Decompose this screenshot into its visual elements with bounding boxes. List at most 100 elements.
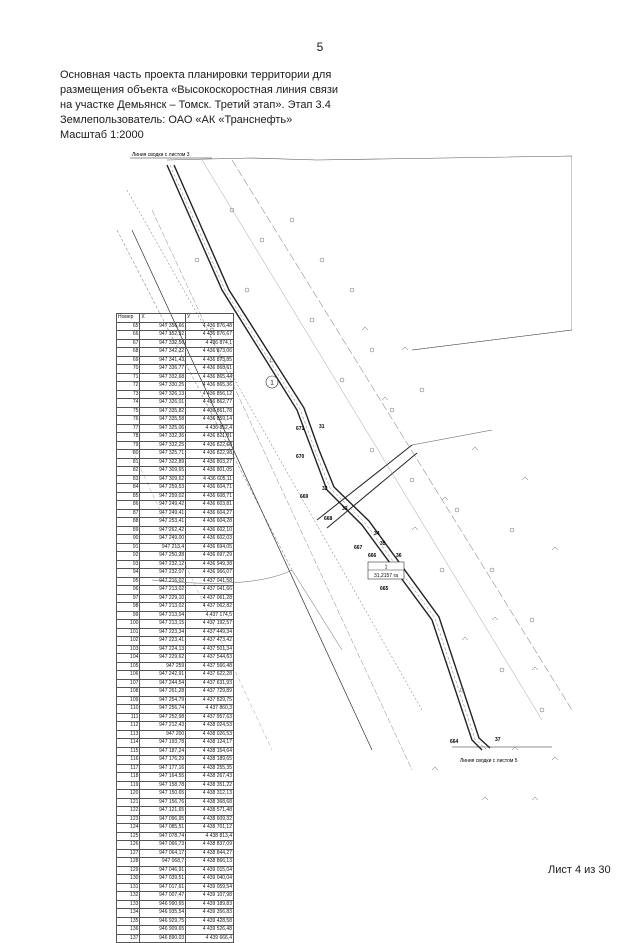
point-label: 665 bbox=[380, 586, 389, 592]
cell-number: 68 bbox=[115, 347, 141, 357]
cell-y: 4 436 873,85 bbox=[185, 355, 234, 365]
header-line-4: Землепользователь: ОАО «АК «Транснефть» bbox=[60, 114, 293, 126]
cell-y: 4 436 604,28 bbox=[185, 517, 234, 527]
point-label: 669 bbox=[300, 494, 309, 500]
cell-y: 4 437 174,5 bbox=[185, 610, 234, 620]
cell-x: 947 356,66 bbox=[139, 321, 187, 331]
cell-number: 75 bbox=[115, 406, 141, 416]
cell-x: 947 085,51 bbox=[139, 823, 187, 833]
cell-y: 4 438 189,65 bbox=[185, 755, 234, 765]
cell-y: 4 436 873,06 bbox=[185, 347, 234, 357]
cell-number: 127 bbox=[115, 848, 141, 858]
cell-y: 4 436 604,71 bbox=[185, 483, 234, 493]
cell-number: 76 bbox=[115, 415, 141, 425]
corridor-right-edge bbox=[173, 164, 491, 749]
cell-x: 947 336,77 bbox=[139, 364, 187, 374]
cell-number: 65 bbox=[115, 321, 141, 331]
cell-y: 4 436 862,77 bbox=[185, 398, 234, 408]
cell-y: 4 438 609,32 bbox=[185, 814, 234, 824]
page-number: 5 bbox=[316, 40, 324, 54]
cell-number: 106 bbox=[115, 670, 141, 680]
header-line-5: Масштаб 1:2000 bbox=[60, 129, 144, 141]
cell-number: 96 bbox=[115, 585, 141, 595]
cell-number: 132 bbox=[115, 891, 141, 901]
cell-number: 99 bbox=[115, 610, 141, 620]
cell-x: 947 064,17 bbox=[139, 848, 187, 858]
cell-y: 4 436 801,05 bbox=[185, 466, 234, 476]
cell-y: 4 436 821,81 bbox=[185, 432, 234, 442]
cell-y: 4 436 859,14 bbox=[185, 415, 234, 425]
cell-x: 947 193,78 bbox=[139, 738, 187, 748]
cell-x: 947 039,51 bbox=[139, 874, 187, 884]
cell-x: 947 262,42 bbox=[139, 525, 187, 535]
cell-x: 947 250,28 bbox=[139, 551, 187, 561]
point-label: 32 bbox=[322, 486, 328, 492]
cell-number: 84 bbox=[115, 483, 141, 493]
table-header-row: Номер X У bbox=[115, 313, 234, 323]
contour-dashed bbox=[131, 449, 273, 751]
cell-number: 108 bbox=[115, 687, 141, 697]
cell-y: 4 438 312,13 bbox=[185, 789, 234, 799]
cell-x: 947 007,47 bbox=[139, 891, 187, 901]
cell-y: 4 436 603,81 bbox=[185, 500, 234, 510]
cell-x: 947 046,91 bbox=[139, 865, 187, 875]
cell-y: 4 438 701,12 bbox=[185, 823, 234, 833]
cell-x: 947 229,10 bbox=[139, 593, 187, 603]
cell-y: 4 436 602,10 bbox=[185, 525, 234, 535]
cell-number: 74 bbox=[115, 398, 141, 408]
cell-x: 947 325,06 bbox=[139, 423, 187, 433]
cell-y: 4 436 803,27 bbox=[185, 457, 234, 467]
cell-number: 133 bbox=[115, 899, 141, 909]
cell-y: 4 437 829,75 bbox=[185, 695, 234, 705]
cell-number: 87 bbox=[115, 508, 141, 518]
cell-x: 947 213,15 bbox=[139, 619, 187, 629]
cell-number: 104 bbox=[115, 653, 141, 663]
header-line-1: Основная часть проекта планировки террит… bbox=[60, 69, 332, 81]
cell-number: 77 bbox=[115, 423, 141, 433]
cell-y: 4 438 267,43 bbox=[185, 772, 234, 782]
cell-y: 4 437 061,28 bbox=[185, 593, 234, 603]
cell-y: 4 438 368,68 bbox=[185, 797, 234, 807]
point-label: 667 bbox=[354, 545, 363, 551]
cross-road-3 bbox=[411, 429, 493, 446]
cell-y: 4 436 604,27 bbox=[185, 508, 234, 518]
cell-number: 135 bbox=[115, 916, 141, 926]
cell-number: 69 bbox=[115, 355, 141, 365]
cell-number: 115 bbox=[115, 746, 141, 756]
cell-number: 125 bbox=[115, 831, 141, 841]
cell-number: 103 bbox=[115, 644, 141, 654]
site-plan-map: 1 1 31,2157 га Линия сводки с листом 3 Л… bbox=[116, 152, 572, 801]
cell-x: 947 256,74 bbox=[139, 704, 187, 714]
cell-x: 947 309,65 bbox=[139, 466, 187, 476]
boundary-line bbox=[411, 329, 572, 351]
cell-number: 130 bbox=[115, 874, 141, 884]
cell-y: 4 436 602,03 bbox=[185, 534, 234, 544]
cell-y: 4 436 868,61 bbox=[185, 364, 234, 374]
cell-number: 137 bbox=[115, 933, 141, 943]
cell-number: 101 bbox=[115, 627, 141, 637]
cell-x: 947 249,41 bbox=[139, 508, 187, 518]
